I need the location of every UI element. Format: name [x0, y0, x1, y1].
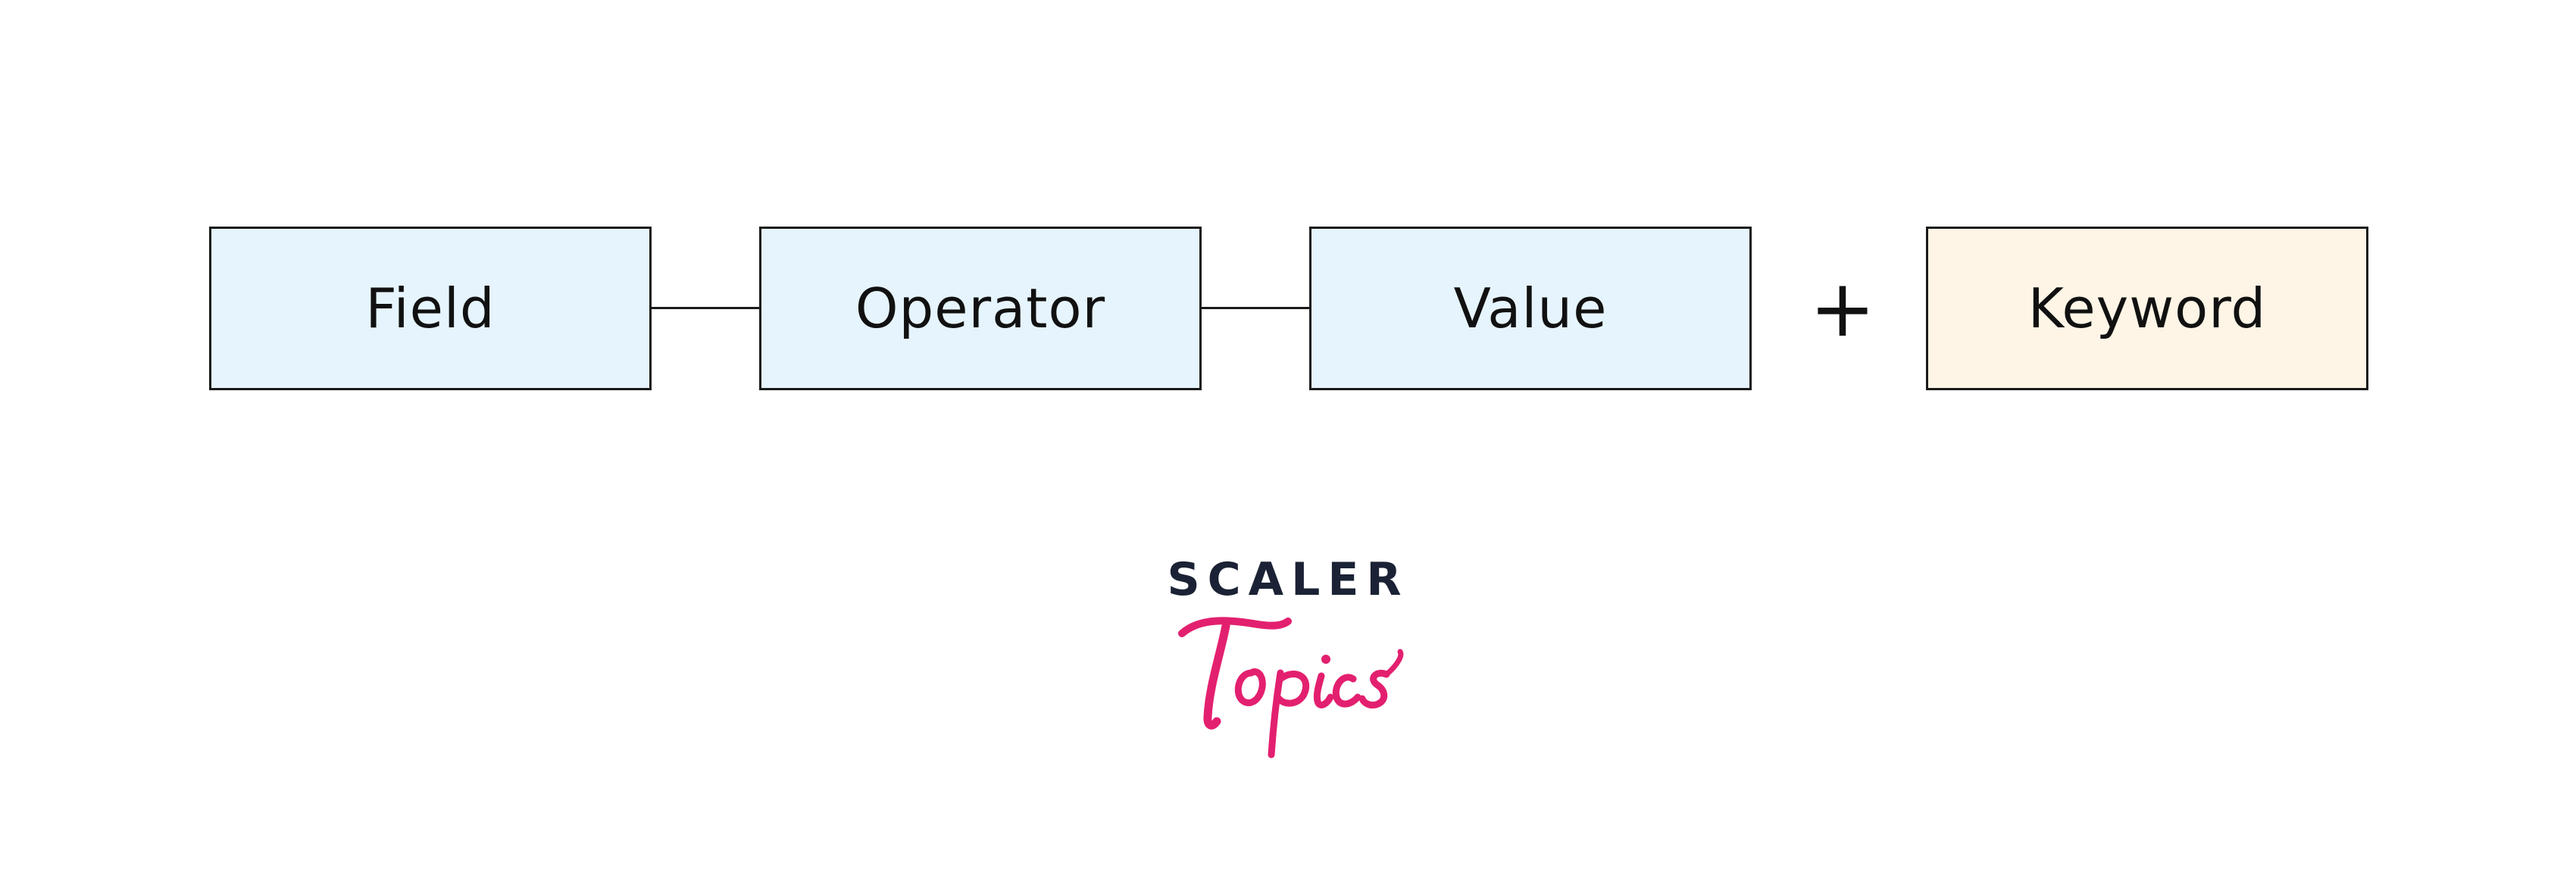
connector-field-operator	[652, 307, 759, 309]
value-label: Value	[1453, 277, 1608, 340]
field-label: Field	[365, 277, 496, 340]
operator-label: Operator	[855, 277, 1106, 340]
logo-scaler-text: SCALER	[1167, 553, 1409, 606]
connector-operator-value	[1202, 307, 1309, 309]
keyword-box: Keyword	[1926, 227, 2368, 390]
scaler-topics-logo: SCALER	[1159, 553, 1417, 758]
operator-box: Operator	[759, 227, 1202, 390]
plus-sign: +	[1809, 262, 1876, 355]
keyword-label: Keyword	[2027, 277, 2267, 340]
value-box: Value	[1309, 227, 1752, 390]
logo-topics-script	[1178, 617, 1404, 758]
field-box: Field	[209, 227, 652, 390]
